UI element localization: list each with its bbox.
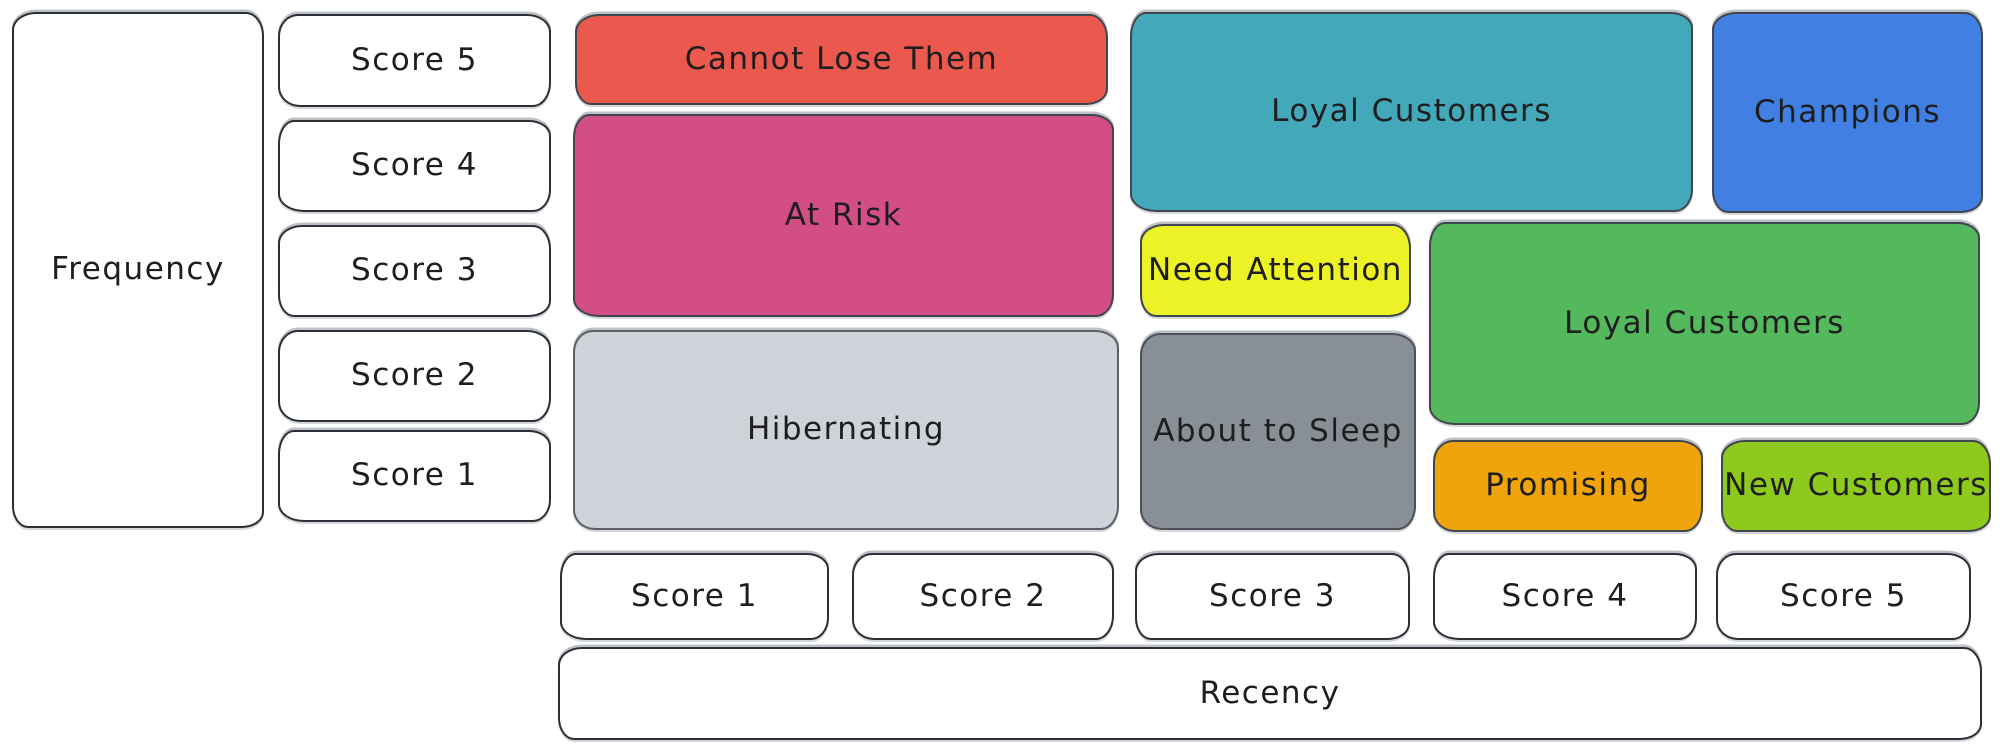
segment-about-to-sleep-label: About to Sleep (1153, 412, 1403, 449)
frequency-score-4: Score 4 (278, 120, 551, 212)
frequency-score-1: Score 1 (278, 430, 551, 522)
recency-score-1-label: Score 1 (631, 577, 758, 614)
segment-need-attention: Need Attention (1140, 224, 1411, 317)
recency-axis-label-box: Recency (558, 647, 1982, 740)
recency-axis-label: Recency (1199, 674, 1341, 711)
segment-at-risk-label: At Risk (784, 196, 903, 233)
recency-score-1: Score 1 (560, 553, 829, 640)
frequency-score-1-label: Score 1 (351, 457, 478, 494)
segment-hibernating-label: Hibernating (746, 411, 946, 448)
recency-score-5-label: Score 5 (1780, 577, 1907, 614)
frequency-score-2-label: Score 2 (351, 357, 478, 394)
segment-loyal-customers-top: Loyal Customers (1130, 12, 1693, 212)
segment-new-customers-label: New Customers (1724, 467, 1988, 504)
frequency-score-5-label: Score 5 (351, 41, 478, 78)
segment-champions-label: Champions (1753, 93, 1942, 130)
segment-promising-label: Promising (1485, 467, 1651, 504)
frequency-score-5: Score 5 (278, 14, 551, 107)
segment-about-to-sleep: About to Sleep (1140, 333, 1416, 530)
recency-score-5: Score 5 (1716, 553, 1971, 640)
frequency-score-4-label: Score 4 (351, 147, 478, 184)
frequency-score-2: Score 2 (278, 330, 551, 422)
segment-cannot-lose-them: Cannot Lose Them (575, 14, 1108, 105)
recency-score-4-label: Score 4 (1501, 577, 1629, 614)
segment-loyal-customers-mid: Loyal Customers (1429, 222, 1980, 425)
recency-score-4: Score 4 (1433, 553, 1697, 640)
recency-score-2-label: Score 2 (919, 577, 1047, 614)
segment-champions: Champions (1712, 12, 1983, 213)
segment-hibernating: Hibernating (573, 330, 1119, 530)
recency-score-3-label: Score 3 (1209, 577, 1336, 614)
segment-cannot-lose-them-label: Cannot Lose Them (684, 40, 999, 77)
recency-score-3: Score 3 (1135, 553, 1410, 640)
segment-loyal-customers-top-label: Loyal Customers (1271, 93, 1552, 130)
segment-new-customers: New Customers (1721, 440, 1991, 532)
frequency-axis-label-box: Frequency (12, 12, 264, 528)
recency-score-2: Score 2 (852, 553, 1114, 640)
segment-loyal-customers-mid-label: Loyal Customers (1564, 304, 1845, 341)
frequency-score-3: Score 3 (278, 225, 551, 317)
frequency-axis-label: Frequency (51, 251, 225, 288)
segment-promising: Promising (1433, 440, 1703, 532)
segment-need-attention-label: Need Attention (1148, 251, 1403, 288)
segment-at-risk: At Risk (573, 114, 1114, 317)
frequency-score-3-label: Score 3 (351, 252, 478, 289)
